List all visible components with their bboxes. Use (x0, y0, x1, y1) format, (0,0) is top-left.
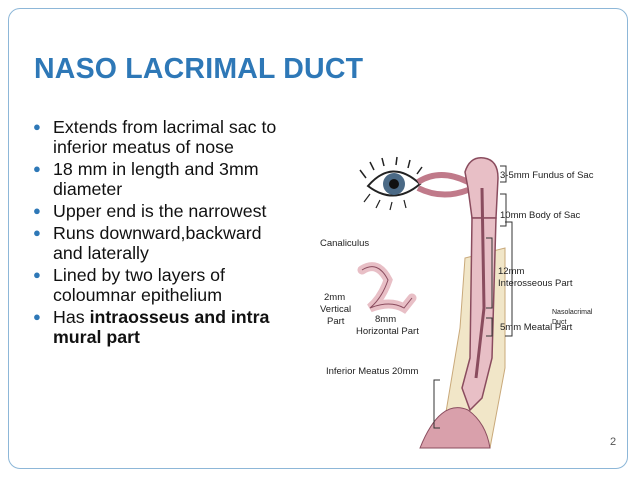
label-interosseous-2: Interosseous Part (498, 278, 573, 289)
label-vertical-1: 2mm (324, 292, 345, 303)
bullet-icon: ● (33, 225, 41, 240)
label-meatal: 5mm Meatal Part (500, 322, 573, 333)
eye-icon (359, 156, 423, 211)
label-vertical-2: Vertical (320, 304, 351, 315)
bullet-icon: ● (33, 119, 41, 134)
label-vertical-3: Part (327, 316, 345, 327)
bullet-item: ● Extends from lacrimal sac to inferior m… (33, 117, 291, 157)
bullet-item: ● 18 mm in length and 3mm diameter (33, 159, 291, 199)
label-inferior-meatus: Inferior Meatus 20mm (326, 366, 418, 377)
label-interosseous-1: 12mm (498, 266, 524, 277)
bullet-text: Extends from lacrimal sac to inferior me… (53, 117, 277, 157)
canaliculus-outline (361, 266, 413, 309)
canaliculus-illustration (357, 262, 417, 314)
bullet-item: ● Runs downward,backward and laterally (33, 223, 291, 263)
label-nasolacrimal-1: Nasolacrimal (552, 309, 593, 316)
bullet-item: ● Lined by two layers of coloumnar epithe… (33, 265, 291, 305)
bullet-icon: ● (33, 161, 41, 176)
bullet-text: Has (53, 307, 90, 327)
bullet-bold-text: intraosseus and intra mural part (53, 307, 270, 347)
label-canaliculus: Canaliculus (320, 238, 369, 249)
bullet-item: ● Has intraosseus and intra mural part (33, 307, 291, 347)
lower-canaliculus (416, 185, 470, 198)
page-marker: 2 (610, 436, 617, 448)
label-horizontal-1: 8mm (375, 314, 396, 325)
bullet-icon: ● (33, 309, 41, 324)
label-nasolacrimal-2: Duct (552, 319, 566, 326)
duct-lumen (474, 187, 486, 379)
upper-canaliculus (416, 172, 470, 185)
nasolacrimal-duct (461, 217, 497, 412)
measure-brackets (433, 165, 513, 429)
bullet-text: Runs downward,backward and laterally (53, 223, 262, 263)
lacrimal-sac (464, 157, 499, 219)
nasal-mucosa (419, 407, 491, 449)
bullet-text: 18 mm in length and 3mm diameter (53, 159, 259, 199)
label-body: 10mm Body of Sac (500, 210, 581, 221)
bullet-icon: ● (33, 203, 41, 218)
bullet-list: ● Extends from lacrimal sac to inferior m… (33, 117, 291, 349)
bullet-icon: ● (33, 267, 41, 282)
bullet-text: Lined by two layers of coloumnar epithel… (53, 265, 225, 305)
slide-frame (8, 8, 628, 469)
nasolacrimal-duct-diagram: 3-5mm Fundus of Sac 10mm Body of Sac Can… (320, 156, 594, 449)
bullet-text: Upper end is the narrowest (53, 201, 267, 221)
label-horizontal-2: Horizontal Part (356, 326, 419, 337)
bullet-item: ● Upper end is the narrowest (33, 201, 291, 221)
label-fundus: 3-5mm Fundus of Sac (500, 170, 594, 181)
slide-title: NASO LACRIMAL DUCT (34, 53, 364, 85)
